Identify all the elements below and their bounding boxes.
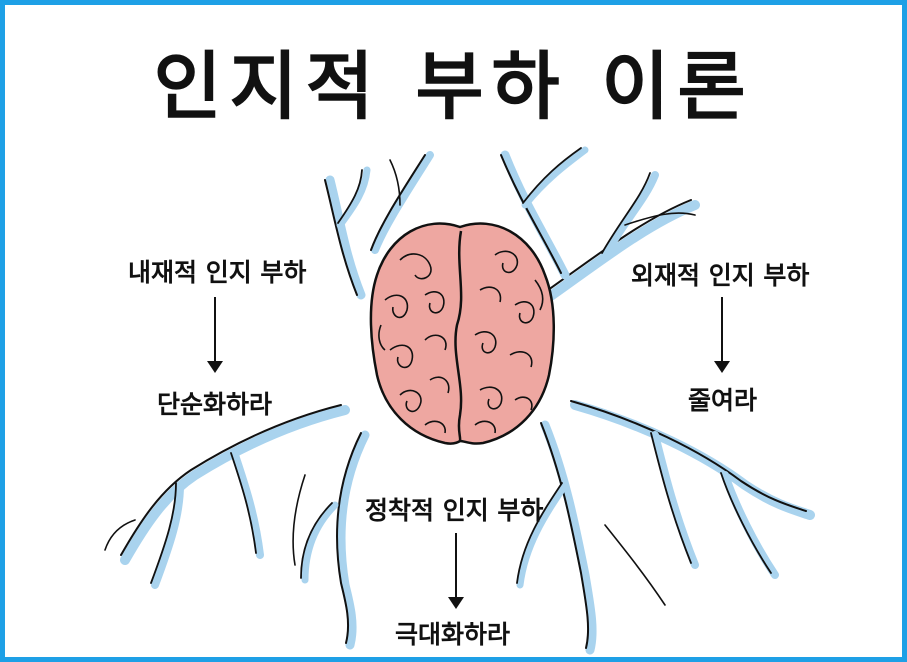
brain-icon xyxy=(369,222,556,445)
intrinsic-arrow xyxy=(207,297,223,375)
branch-top-right xyxy=(500,146,700,305)
page-title: 인지적 부하 이론 xyxy=(153,44,754,130)
branch-bottom-right xyxy=(516,400,815,655)
germane-load-label: 정착적 인지 부하 xyxy=(365,496,544,525)
extraneous-load-label: 외재적 인지 부하 xyxy=(631,261,810,290)
branch-bottom-left xyxy=(104,404,370,650)
germane-action-label: 극대화하라 xyxy=(395,620,511,649)
branch-top-left xyxy=(324,151,434,300)
extraneous-arrow xyxy=(714,297,730,375)
intrinsic-action-label: 단순화하라 xyxy=(157,390,273,419)
extraneous-action-label: 줄여라 xyxy=(688,386,758,415)
intrinsic-load-label: 내재적 인지 부하 xyxy=(128,258,307,287)
germane-arrow xyxy=(448,533,464,611)
nerve-branches-illustration xyxy=(104,146,815,655)
